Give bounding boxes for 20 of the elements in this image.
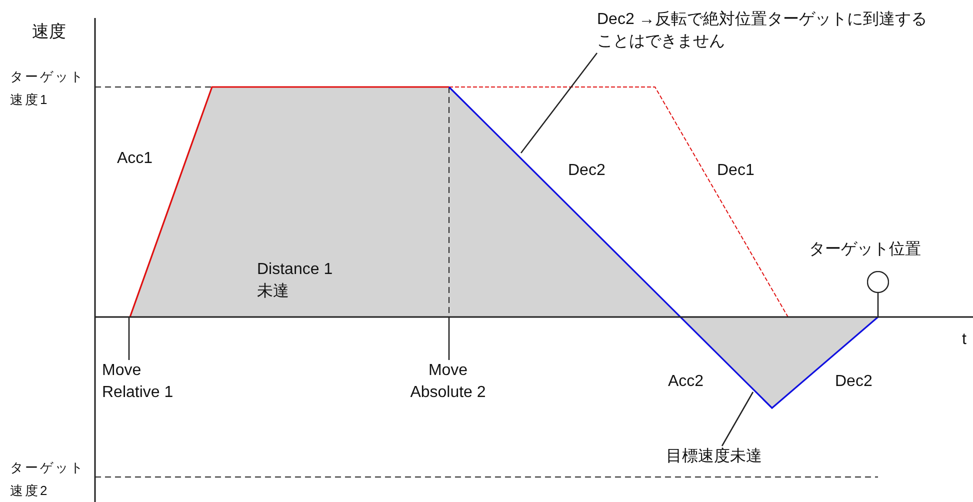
annotation-text: Dec2 →反転で絶対位置ターゲットに到達することはできません <box>597 10 928 52</box>
axis-tick-label: ターゲット速度2 <box>10 459 86 500</box>
axis-tick-label: ターゲット速度1 <box>10 68 86 109</box>
axis-label: 速度 <box>32 21 66 43</box>
segment-label: Dec2 <box>835 372 872 392</box>
segment-label: Dec2 <box>568 161 606 181</box>
leader-line <box>877 293 879 317</box>
segment-label: Dec1 <box>717 161 754 181</box>
area-label: Distance 1 未達 <box>257 260 334 302</box>
segment-label: Acc1 <box>117 149 153 169</box>
leader-line <box>448 317 450 360</box>
axis-label: t <box>962 330 966 350</box>
segment-label: Acc2 <box>668 372 704 392</box>
leader-line <box>128 317 130 360</box>
leader-line <box>721 392 754 446</box>
command-label: Move Absolute 2 <box>409 361 487 403</box>
leader-line <box>520 52 598 154</box>
position-label: ターゲット位置 <box>809 240 921 260</box>
annotation-text: 目標速度未達 <box>666 446 762 467</box>
command-label: Move Relative 1 <box>102 361 174 403</box>
